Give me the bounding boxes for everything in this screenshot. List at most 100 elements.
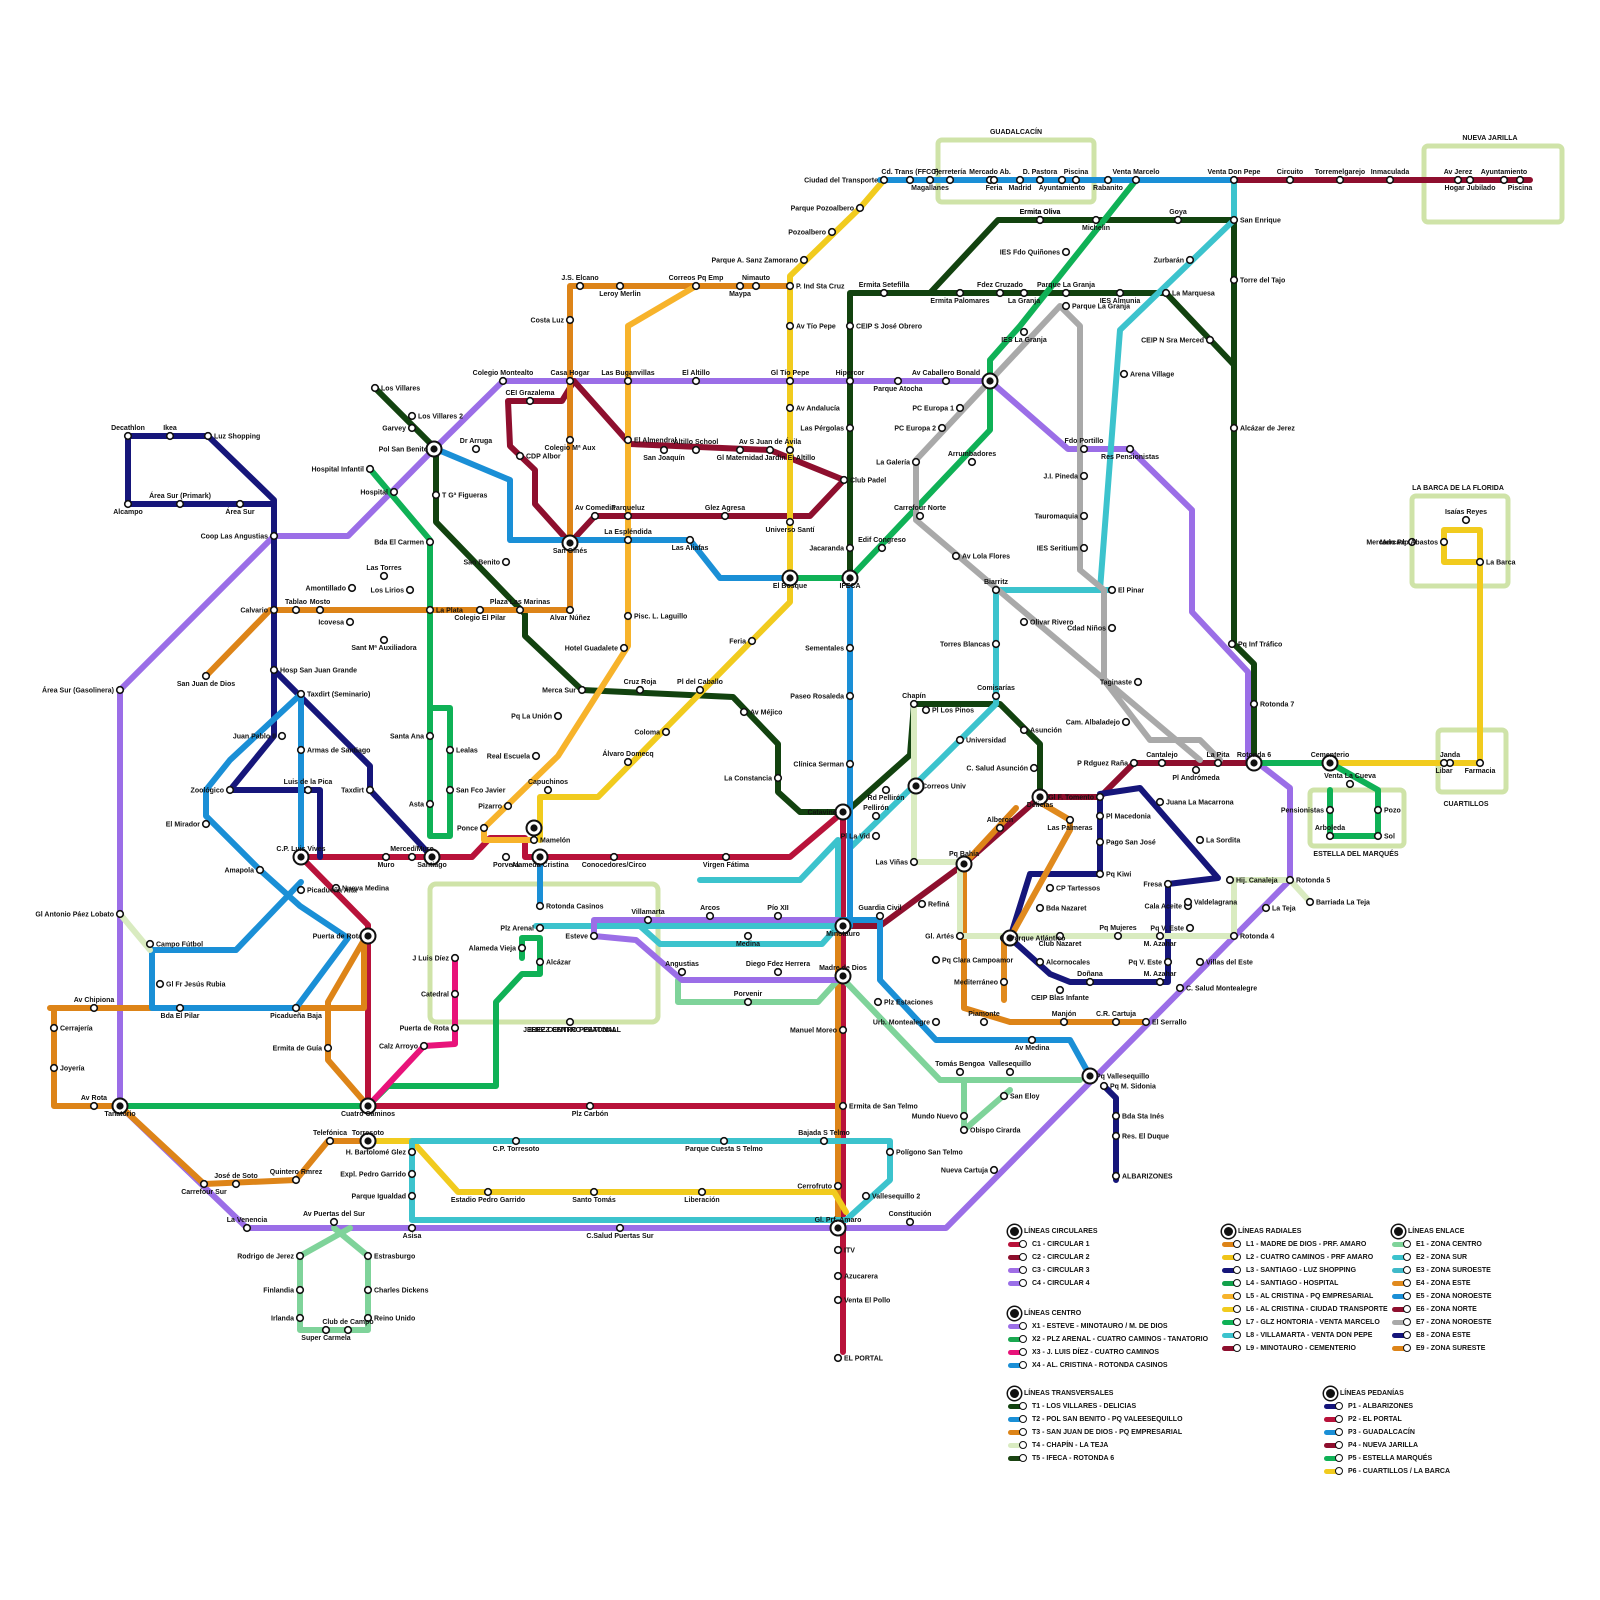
station-stop[interactable] xyxy=(1101,1083,1108,1090)
station-stop[interactable] xyxy=(331,1219,338,1226)
station-stop[interactable] xyxy=(527,398,534,405)
station-stop[interactable] xyxy=(1121,371,1128,378)
station-stop[interactable] xyxy=(953,553,960,560)
station-stop[interactable] xyxy=(1165,881,1172,888)
station-stop[interactable] xyxy=(409,413,416,420)
station-stop[interactable] xyxy=(365,1253,372,1260)
station-stop[interactable] xyxy=(923,707,930,714)
station-stop[interactable] xyxy=(1113,1113,1120,1120)
station-stop[interactable] xyxy=(1229,641,1236,648)
station-stop[interactable] xyxy=(1197,959,1204,966)
station-stop[interactable] xyxy=(537,925,544,932)
station-stop[interactable] xyxy=(957,933,964,940)
station-stop[interactable] xyxy=(693,283,700,290)
station-stop[interactable] xyxy=(787,447,794,454)
station-stop[interactable] xyxy=(961,1127,968,1134)
station-stop[interactable] xyxy=(741,709,748,716)
station-stop[interactable] xyxy=(157,981,164,988)
station-stop[interactable] xyxy=(117,687,124,694)
station-stop[interactable] xyxy=(1081,513,1088,520)
station-stop[interactable] xyxy=(1063,303,1070,310)
station-stop[interactable] xyxy=(679,969,686,976)
station-stop[interactable] xyxy=(1113,1173,1120,1180)
station-stop[interactable] xyxy=(372,385,379,392)
station-stop[interactable] xyxy=(1057,987,1064,994)
station-stop[interactable] xyxy=(1327,807,1334,814)
station-stop[interactable] xyxy=(567,437,574,444)
station-stop[interactable] xyxy=(1517,177,1524,184)
station-stop[interactable] xyxy=(787,283,794,290)
station-stop[interactable] xyxy=(567,1019,574,1026)
station-stop[interactable] xyxy=(271,667,278,674)
station-stop[interactable] xyxy=(1477,559,1484,566)
station-stop[interactable] xyxy=(787,519,794,526)
station-stop[interactable] xyxy=(1087,979,1094,986)
station-stop[interactable] xyxy=(1021,727,1028,734)
station-stop[interactable] xyxy=(907,1219,914,1226)
station-stop[interactable] xyxy=(1067,817,1074,824)
station-stop[interactable] xyxy=(201,1181,208,1188)
station-stop[interactable] xyxy=(1109,587,1116,594)
station-stop[interactable] xyxy=(1037,177,1044,184)
station-stop[interactable] xyxy=(513,1138,520,1145)
station-stop[interactable] xyxy=(91,1005,98,1012)
station-stop[interactable] xyxy=(707,913,714,920)
station-stop[interactable] xyxy=(1073,177,1080,184)
station-stop[interactable] xyxy=(537,959,544,966)
station-stop[interactable] xyxy=(625,437,632,444)
station-stop[interactable] xyxy=(1287,877,1294,884)
station-stop[interactable] xyxy=(1175,217,1182,224)
interchange-hub[interactable] xyxy=(983,374,998,389)
station-stop[interactable] xyxy=(847,425,854,432)
station-stop[interactable] xyxy=(617,1225,624,1232)
station-stop[interactable] xyxy=(947,177,954,184)
station-stop[interactable] xyxy=(244,1225,251,1232)
station-stop[interactable] xyxy=(693,378,700,385)
station-stop[interactable] xyxy=(775,913,782,920)
station-stop[interactable] xyxy=(481,825,488,832)
station-stop[interactable] xyxy=(969,459,976,466)
station-stop[interactable] xyxy=(693,447,700,454)
station-stop[interactable] xyxy=(1193,767,1200,774)
station-stop[interactable] xyxy=(611,854,618,861)
station-stop[interactable] xyxy=(1215,760,1222,767)
station-stop[interactable] xyxy=(997,825,1004,832)
station-stop[interactable] xyxy=(887,1149,894,1156)
station-stop[interactable] xyxy=(847,323,854,330)
station-stop[interactable] xyxy=(1001,1093,1008,1100)
station-stop[interactable] xyxy=(1441,760,1448,767)
station-stop[interactable] xyxy=(1105,177,1112,184)
station-stop[interactable] xyxy=(91,1103,98,1110)
station-stop[interactable] xyxy=(1197,837,1204,844)
station-stop[interactable] xyxy=(697,687,704,694)
station-stop[interactable] xyxy=(545,787,552,794)
station-stop[interactable] xyxy=(1501,177,1508,184)
station-stop[interactable] xyxy=(1157,799,1164,806)
station-stop[interactable] xyxy=(1231,933,1238,940)
station-stop[interactable] xyxy=(323,1327,330,1334)
station-stop[interactable] xyxy=(447,747,454,754)
station-stop[interactable] xyxy=(427,539,434,546)
station-stop[interactable] xyxy=(840,1027,847,1034)
station-stop[interactable] xyxy=(452,1025,459,1032)
station-stop[interactable] xyxy=(737,447,744,454)
station-stop[interactable] xyxy=(365,1287,372,1294)
station-stop[interactable] xyxy=(1159,760,1166,767)
station-stop[interactable] xyxy=(298,887,305,894)
station-stop[interactable] xyxy=(325,1045,332,1052)
station-stop[interactable] xyxy=(981,1019,988,1026)
station-stop[interactable] xyxy=(125,433,132,440)
station-stop[interactable] xyxy=(567,607,574,614)
station-stop[interactable] xyxy=(699,1189,706,1196)
station-stop[interactable] xyxy=(1037,217,1044,224)
station-stop[interactable] xyxy=(1001,979,1008,986)
station-stop[interactable] xyxy=(51,1025,58,1032)
station-stop[interactable] xyxy=(737,283,744,290)
station-stop[interactable] xyxy=(625,378,632,385)
station-stop[interactable] xyxy=(1007,1069,1014,1076)
station-stop[interactable] xyxy=(117,911,124,918)
station-stop[interactable] xyxy=(1097,839,1104,846)
station-stop[interactable] xyxy=(1081,473,1088,480)
station-stop[interactable] xyxy=(881,290,888,297)
interchange-hub[interactable] xyxy=(957,857,972,872)
